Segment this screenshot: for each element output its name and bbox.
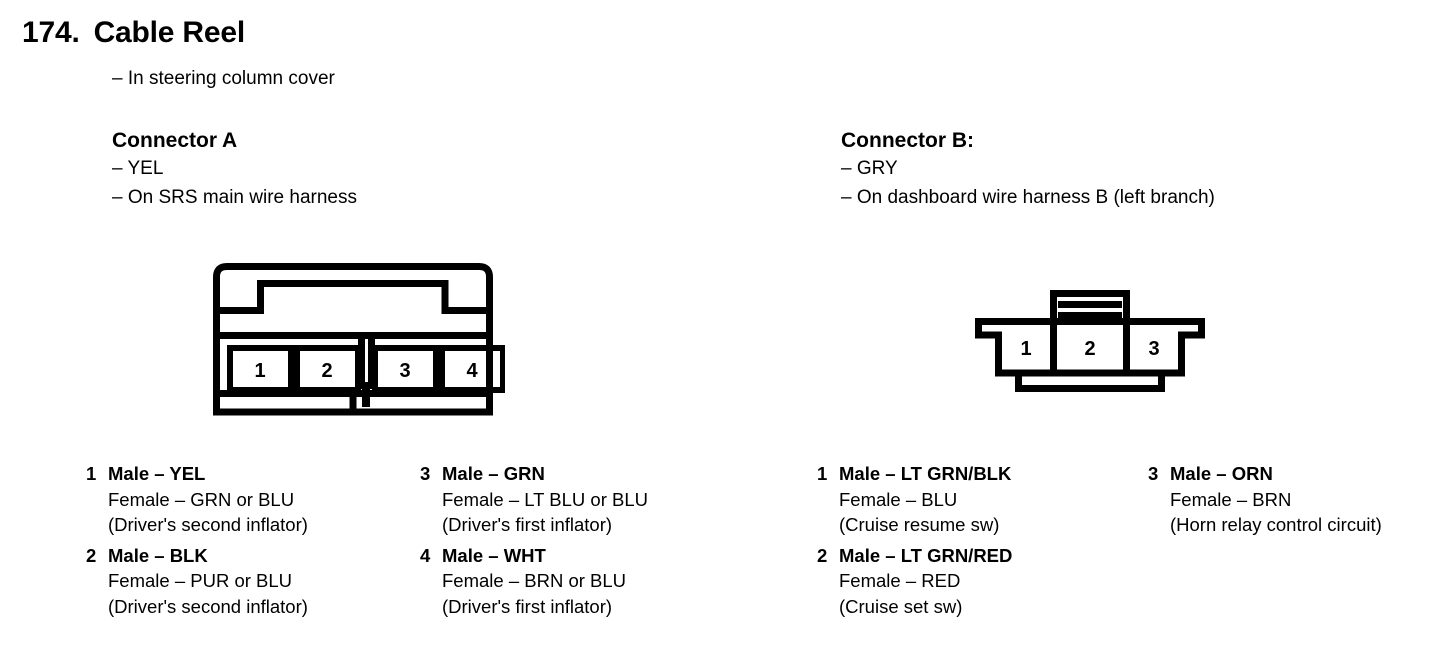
pin-female-line: Female – BLU — [839, 488, 958, 510]
section-number: 174. — [22, 16, 80, 49]
pin-detail: Male – ORN Female – BRN (Horn relay cont… — [1170, 461, 1438, 538]
pin-male-line: Male – LT GRN/BLK — [839, 463, 1012, 484]
connector-a-pin-label-4: 4 — [466, 360, 478, 382]
connector-a-title: Connector A — [112, 129, 238, 152]
connector-a-header: Connector A – YEL – On SRS main wire har… — [112, 128, 357, 212]
pin-male-line: Male – GRN — [442, 463, 545, 484]
pin-detail: Male – GRN Female – LT BLU or BLU (Drive… — [442, 461, 750, 538]
connector-b-pin-label-3: 3 — [1148, 338, 1159, 360]
pin-description-line: (Horn relay control circuit) — [1170, 514, 1382, 535]
connector-a-pin-list-right: 3 Male – GRN Female – LT BLU or BLU (Dri… — [420, 461, 750, 619]
connector-b-pin-label-2: 2 — [1084, 338, 1095, 360]
pin-description-line: (Cruise set sw) — [839, 595, 963, 617]
pin-male-line: Male – ORN — [1170, 463, 1273, 484]
connector-b-pin-label-1: 1 — [1020, 338, 1031, 360]
section-subtitle: – In steering column cover — [112, 68, 335, 89]
connector-b-body-outline — [975, 318, 1205, 392]
connector-a-pin-label-1: 1 — [254, 360, 265, 382]
page-title: 174. Cable Reel — [22, 16, 245, 50]
pin-entry: 4 Male – WHT Female – BRN or BLU (Driver… — [420, 543, 750, 620]
pin-male-line: Male – WHT — [442, 544, 546, 566]
connector-a-diagram: 1 2 3 4 — [205, 255, 506, 430]
pin-description-line: (Driver's first inflator) — [442, 595, 613, 617]
connector-a-harness-note: – On SRS main wire harness — [112, 187, 357, 208]
pin-entry: 3 Male – ORN Female – BRN (Horn relay co… — [1148, 461, 1438, 538]
pin-entry: 2 Male – LT GRN/RED Female – RED (Cruise… — [817, 543, 1147, 620]
pin-detail: Male – LT GRN/BLK Female – BLU (Cruise r… — [839, 461, 1147, 538]
connector-b-title: Connector B: — [841, 129, 974, 152]
connector-a-color-note: – YEL — [112, 158, 164, 179]
connector-a-outer-shell — [213, 263, 493, 416]
pin-female-line: Female – BRN — [1170, 488, 1292, 510]
pin-index: 3 — [420, 463, 431, 484]
pin-index: 2 — [817, 544, 828, 566]
pin-entry: 1 Male – YEL Female – GRN or BLU (Driver… — [86, 461, 416, 538]
connector-a-svg: 1 2 3 4 — [213, 263, 506, 416]
pin-index: 4 — [420, 544, 431, 566]
pin-index: 3 — [1148, 463, 1159, 484]
connector-a-pin-label-2: 2 — [321, 360, 332, 382]
connector-a-bottom-ledge — [213, 390, 493, 416]
pin-index: 2 — [86, 544, 97, 566]
connector-b-top-tab — [1050, 290, 1130, 321]
pin-index: 1 — [86, 463, 97, 484]
pin-female-line: Female – GRN or BLU — [108, 488, 295, 510]
pin-male-line: Male – YEL — [108, 463, 206, 484]
pin-description-line: (Cruise resume sw) — [839, 514, 1000, 535]
connector-b-color-note: – GRY — [841, 158, 898, 179]
pin-female-line: Female – LT BLU or BLU — [442, 488, 648, 510]
connector-b-pin-list-left: 1 Male – LT GRN/BLK Female – BLU (Cruise… — [817, 461, 1147, 619]
connector-a-pin-label-3: 3 — [399, 360, 410, 382]
pin-entry: 1 Male – LT GRN/BLK Female – BLU (Cruise… — [817, 461, 1147, 538]
pin-female-line: Female – BRN or BLU — [442, 570, 627, 591]
pin-description-line: (Driver's first inflator) — [442, 514, 613, 535]
connector-b-harness-note: – On dashboard wire harness B (left bran… — [841, 187, 1215, 208]
pin-description-line: (Driver's second inflator) — [108, 514, 308, 535]
pin-index: 1 — [817, 463, 828, 484]
connector-a-latch-step — [216, 280, 490, 314]
pin-detail: Male – YEL Female – GRN or BLU (Driver's… — [108, 461, 416, 538]
pin-detail: Male – BLK Female – PUR or BLU (Driver's… — [108, 543, 416, 620]
connector-a-pin-list-left: 1 Male – YEL Female – GRN or BLU (Driver… — [86, 461, 416, 619]
pin-description-line: (Driver's second inflator) — [108, 595, 308, 617]
pin-detail: Male – LT GRN/RED Female – RED (Cruise s… — [839, 543, 1147, 620]
pin-female-line: Female – RED — [839, 570, 961, 591]
pin-female-line: Female – PUR or BLU — [108, 570, 293, 591]
section-title: Cable Reel — [93, 16, 246, 49]
pin-male-line: Male – BLK — [108, 544, 208, 566]
connector-b-svg: 1 2 3 — [975, 290, 1205, 392]
pin-entry: 2 Male – BLK Female – PUR or BLU (Driver… — [86, 543, 416, 620]
pin-detail: Male – WHT Female – BRN or BLU (Driver's… — [442, 543, 750, 620]
connector-b-pin-list-right: 3 Male – ORN Female – BRN (Horn relay co… — [1148, 461, 1438, 538]
connector-b-diagram: 1 2 3 — [968, 285, 1212, 405]
connector-a-center-key — [358, 339, 375, 407]
pin-male-line: Male – LT GRN/RED — [839, 544, 1013, 566]
pin-entry: 3 Male – GRN Female – LT BLU or BLU (Dri… — [420, 461, 750, 538]
connector-b-header: Connector B: – GRY – On dashboard wire h… — [841, 128, 1215, 212]
